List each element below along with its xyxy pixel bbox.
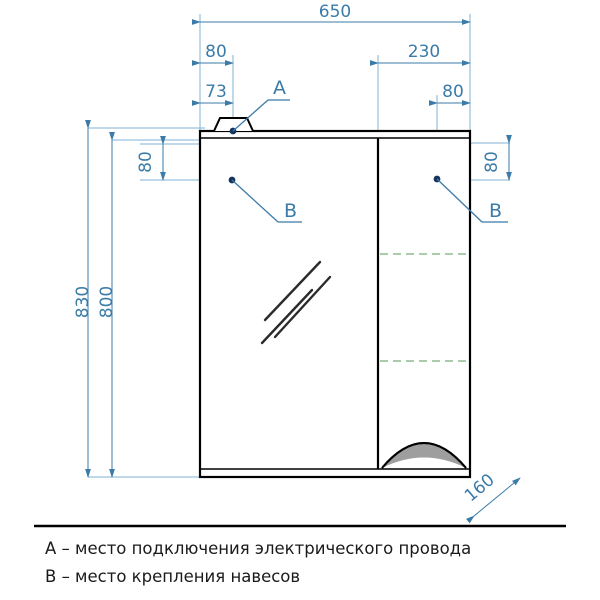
cabinet-body [198,129,472,479]
dim-label-left-top-offset: 80 [136,151,156,173]
door-handle-inner-void [382,457,466,468]
callout-b-right-label: B [489,200,502,222]
dim-line-depth [465,477,521,524]
mirror-shine-line-1 [263,260,322,322]
top-dimensions [192,19,471,106]
cabinet-outline [198,129,472,479]
mirror-shine-line-3 [260,288,314,345]
callout-b-left: B [228,176,302,223]
door-handle-icon [381,442,467,469]
callout-b-left-leader [231,179,279,223]
callout-a-leader [232,99,269,132]
dim-label-right-top-offset: 80 [482,151,502,173]
shelf-lines [380,253,468,362]
dim-label-outer-height: 830 [73,286,93,318]
dim-label-top-right-offset: 230 [408,42,440,62]
dim-label-top-right-inner: 80 [442,82,464,102]
left-dimensions [85,120,166,478]
mirror-shine-icon [260,260,332,345]
mirror-shine-line-2 [273,275,332,339]
callout-b-left-label: B [284,200,297,222]
dim-label-overall-width: 650 [319,2,351,22]
depth-dimension [465,477,521,524]
dim-label-top-left-inner: 73 [205,82,227,102]
door-handle-arc-outline [381,442,467,469]
callout-a-label: A [273,77,286,99]
dim-label-top-left-offset: 80 [205,42,227,62]
legend-line-a: А – место подключения электрического про… [45,539,471,558]
callout-b-right: B [433,175,508,223]
dim-label-inner-height: 800 [97,286,117,318]
callout-a: A [229,77,290,135]
legend-line-b: В – место крепления навесов [45,567,300,586]
callout-b-right-leader [436,178,483,223]
